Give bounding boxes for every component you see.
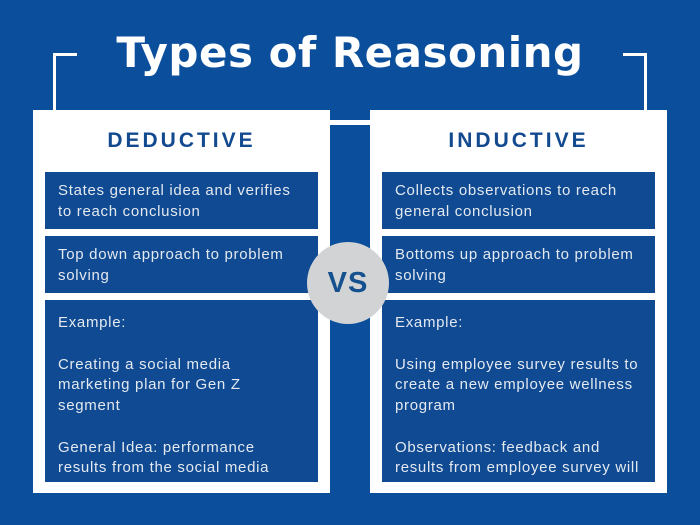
page-title: Types of Reasoning bbox=[116, 28, 584, 77]
inductive-card: INDUCTIVE Collects observations to reach… bbox=[370, 110, 667, 493]
card-connector-bar bbox=[328, 120, 372, 125]
title-bracket-left bbox=[53, 53, 77, 113]
inductive-example-box: Example: Using employee survey results t… bbox=[382, 300, 655, 482]
vs-badge: VS bbox=[307, 242, 389, 324]
title-bracket-right bbox=[623, 53, 647, 113]
deductive-example-label: Example: bbox=[58, 314, 127, 331]
vs-label: VS bbox=[327, 266, 369, 299]
deductive-card: DEDUCTIVE States general idea and verifi… bbox=[33, 110, 330, 493]
deductive-header: DEDUCTIVE bbox=[107, 129, 256, 152]
deductive-example-paragraph-1: Creating a social media marketing plan f… bbox=[58, 355, 241, 415]
deductive-example-box: Example: Creating a social media marketi… bbox=[45, 300, 318, 482]
deductive-point-1: States general idea and verifies to reac… bbox=[45, 172, 318, 229]
deductive-example-paragraph-2: General Idea: performance results from t… bbox=[58, 438, 296, 482]
inductive-example-paragraph-2: Observations: feedback and results from … bbox=[395, 438, 639, 482]
deductive-point-2: Top down approach to problem solving bbox=[45, 236, 318, 293]
inductive-header: INDUCTIVE bbox=[448, 129, 589, 152]
inductive-example-label: Example: bbox=[395, 314, 464, 331]
inductive-point-2: Bottoms up approach to problem solving bbox=[382, 236, 655, 293]
inductive-point-1: Collects observations to reach general c… bbox=[382, 172, 655, 229]
inductive-example-paragraph-1: Using employee survey results to create … bbox=[395, 355, 639, 415]
